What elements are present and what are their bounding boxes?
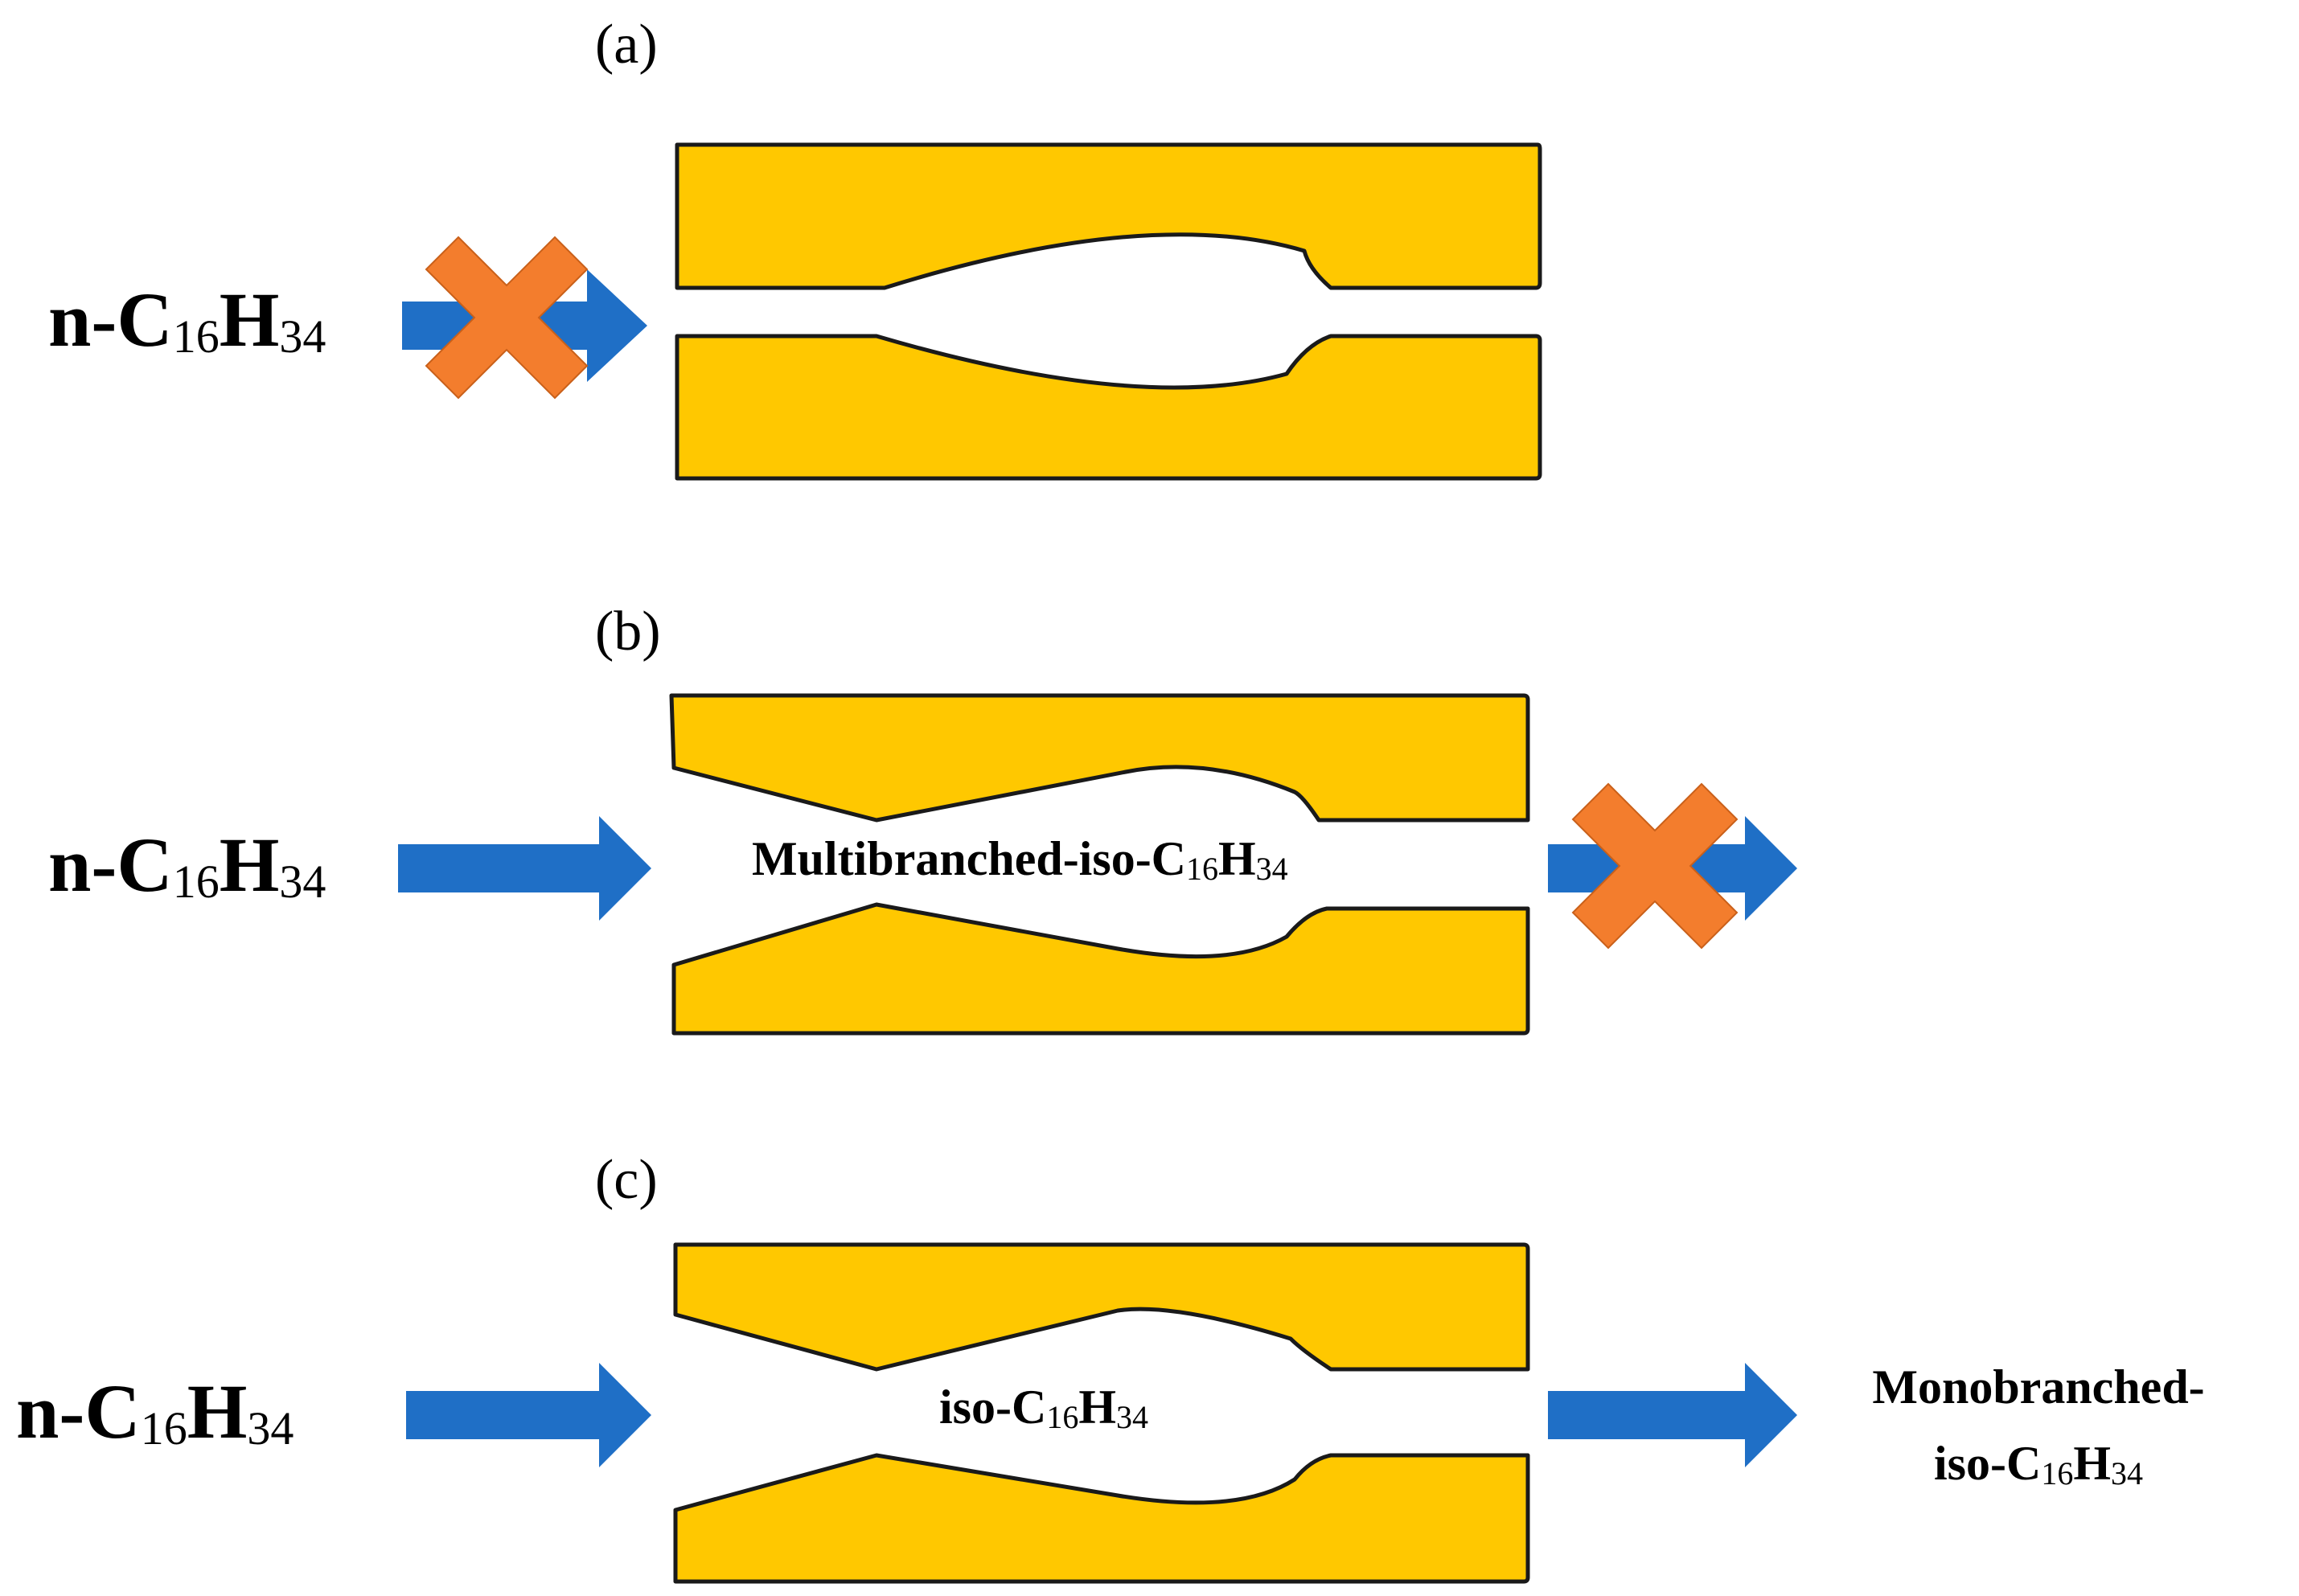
panel-c-feed-label: n-C16H34 bbox=[16, 1368, 294, 1454]
panel-b-feed-label: n-C16H34 bbox=[48, 822, 326, 908]
panel-a-upper-wall bbox=[675, 142, 1542, 290]
panel-a-feed-label: n-C16H34 bbox=[48, 277, 326, 363]
panel-b-channel-label: Multibranched-iso-C16H34 bbox=[752, 832, 1288, 887]
panel-c-channel-label: iso-C16H34 bbox=[939, 1381, 1148, 1435]
panel-a-label: (a) bbox=[595, 14, 658, 76]
panel-a-blocked-cross-icon bbox=[425, 236, 589, 400]
panel-a-lower-wall bbox=[675, 334, 1542, 481]
panel-c-exit-arrow bbox=[1548, 1363, 1797, 1467]
panel-c: (c) n-C16H34 iso-C16H34 Monobranched- is… bbox=[16, 1149, 2205, 1584]
panel-b-lower-wall bbox=[671, 902, 1530, 1036]
panel-b: (b) n-C16H34 Multibranched-iso-C16H34 bbox=[48, 601, 1797, 1036]
panel-c-lower-wall bbox=[673, 1453, 1530, 1584]
panel-b-upper-wall bbox=[669, 693, 1530, 823]
panel-a: (a) n-C16H34 bbox=[48, 14, 1542, 481]
panel-c-product-line2: iso-C16H34 bbox=[1934, 1437, 2143, 1491]
panel-c-product-line1: Monobranched- bbox=[1872, 1360, 2204, 1413]
panel-b-feed-arrow bbox=[398, 816, 651, 921]
panel-b-label: (b) bbox=[595, 601, 661, 663]
panel-c-label: (c) bbox=[595, 1149, 658, 1211]
panel-c-feed-arrow bbox=[406, 1363, 651, 1467]
panel-c-upper-wall bbox=[673, 1242, 1530, 1372]
panel-b-blocked-cross-icon bbox=[1571, 782, 1739, 950]
